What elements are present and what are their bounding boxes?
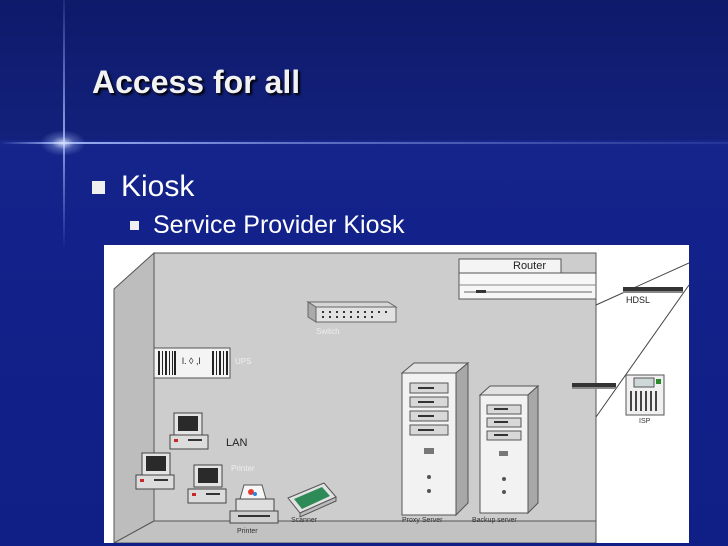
switch-label: Switch <box>316 327 340 336</box>
printer-lower-label: Printer <box>237 528 258 535</box>
kiosk-computer-3-icon <box>187 464 227 504</box>
backup-server-label: Backup server <box>472 517 517 524</box>
printer-icon <box>229 484 279 524</box>
ups-label: UPS <box>235 357 252 366</box>
lan-label: LAN <box>226 437 248 449</box>
isp-link-line <box>595 284 689 418</box>
square-bullet-icon <box>130 221 139 230</box>
room-left-wall <box>113 251 155 543</box>
slide-title: Access for all <box>92 64 301 100</box>
isp-modem-icon <box>572 383 616 389</box>
horizontal-rule <box>0 142 728 144</box>
hdsl-modem-icon <box>623 287 683 293</box>
scanner-icon <box>287 482 337 518</box>
hdsl-link-line <box>595 262 689 306</box>
ups-display-text: l. ◊ ,l <box>182 356 201 366</box>
router-label: Router <box>513 260 547 272</box>
printer-upper-label: Printer <box>231 464 255 473</box>
ups-icon <box>153 347 231 379</box>
kiosk-computer-1-icon <box>169 412 209 450</box>
square-bullet-icon <box>92 180 105 194</box>
room-floor <box>113 520 597 543</box>
kiosk-computer-2-icon <box>135 452 175 490</box>
hdsl-label: HDSL <box>626 295 651 305</box>
bullet-service-provider-kiosk: Service Provider Kiosk <box>130 211 404 240</box>
router-icon <box>458 258 597 300</box>
diagram-graphic <box>113 251 689 543</box>
vertical-rule <box>63 0 65 250</box>
bullet-kiosk: Kiosk <box>92 170 194 204</box>
scanner-label: Scanner <box>291 517 318 524</box>
isp-server-icon <box>625 374 665 416</box>
kiosk-network-diagram: Router HDSL Switch l. ◊ ,l UPS ISP LAN P… <box>104 245 689 543</box>
switch-icon <box>306 301 398 323</box>
proxy-server-label: Proxy Server <box>402 517 443 524</box>
title-band <box>0 0 728 140</box>
isp-label: ISP <box>639 418 651 425</box>
light-flare <box>40 130 86 156</box>
bullet-service-provider-kiosk-text: Service Provider Kiosk <box>153 211 405 239</box>
bullet-kiosk-text: Kiosk <box>121 170 195 203</box>
proxy-server-icon <box>400 361 470 517</box>
backup-server-icon <box>478 384 540 515</box>
